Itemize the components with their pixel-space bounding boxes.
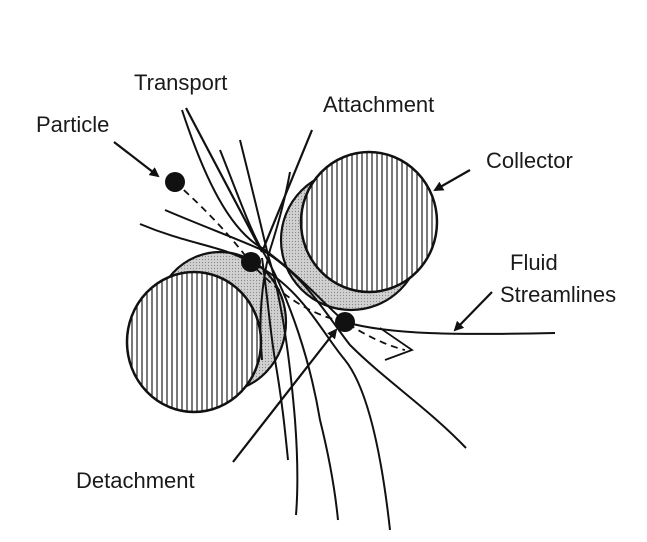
- particle-transport-point: [241, 252, 261, 272]
- collector-arrow: [435, 170, 470, 190]
- upper-grain-body: [301, 152, 437, 292]
- attachment-label: Attachment: [323, 92, 434, 117]
- detachment-label: Detachment: [76, 468, 195, 493]
- particle-label: Particle: [36, 112, 109, 137]
- particle-detachment-point: [335, 312, 355, 332]
- lower-grain-body: [127, 272, 261, 412]
- lower-collector-grain: [127, 252, 286, 412]
- collector-label: Collector: [486, 148, 573, 173]
- particle-arrow: [114, 142, 158, 176]
- particle-start: [165, 172, 185, 192]
- transport-label: Transport: [134, 70, 227, 95]
- streamlines-label: Streamlines: [500, 282, 616, 307]
- streamlines-arrow: [455, 292, 492, 330]
- fluid-label: Fluid: [510, 250, 558, 275]
